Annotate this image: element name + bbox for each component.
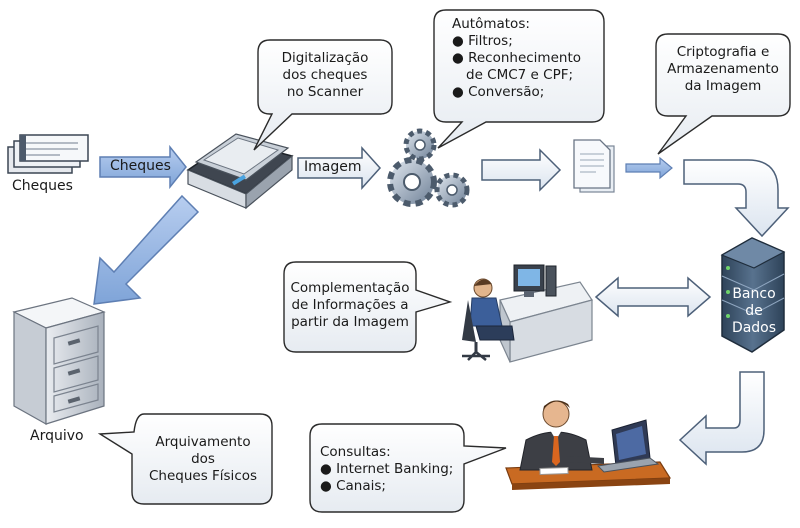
storage-arrow — [683, 159, 790, 238]
bubble-automatos — [433, 9, 605, 149]
database-label: Banco de Dados — [728, 286, 780, 337]
database-line-1: Banco — [732, 286, 776, 302]
automatos-text: Autômatos: ● Filtros; ● Reconhecimento d… — [452, 16, 602, 101]
cheques-stack-icon — [7, 134, 89, 174]
bubble-criptografia — [655, 33, 791, 155]
businessman-laptop-icon — [505, 400, 672, 490]
arquivamento-line-3: Cheques Físicos — [148, 468, 258, 484]
consultas-text: Consultas: ● Internet Banking; ● Canais; — [320, 444, 466, 495]
complementacao-line-1: Complementação — [290, 280, 410, 296]
consultas-item-2-text: Canais; — [336, 478, 386, 494]
database-line-2: de — [745, 303, 763, 319]
automatos-item-1: ● Filtros; — [452, 33, 513, 49]
complementacao-line-3: partir da Imagem — [291, 314, 409, 330]
file-cabinet-icon — [12, 297, 106, 426]
documents-icon — [573, 139, 615, 193]
archive-arrow — [93, 194, 200, 305]
complementacao-text: Complementação de Informações a partir d… — [284, 280, 416, 331]
consultas-item-1: ● Internet Banking; — [320, 461, 454, 477]
bubble-digitalizacao — [253, 39, 393, 151]
criptografia-text: Criptografia e Armazenamento da Imagem — [656, 44, 790, 95]
digitalizacao-line-1: Digitalização — [281, 50, 369, 66]
criptografia-line-2: Armazenamento — [667, 61, 779, 77]
arquivamento-line-1: Arquivamento — [155, 434, 251, 450]
digitalizacao-line-2: dos cheques — [282, 67, 368, 83]
conversion-arrow — [481, 148, 562, 192]
digitalizacao-text: Digitalização dos cheques no Scanner — [258, 50, 392, 101]
operator-workstation-icon — [462, 264, 593, 363]
arquivo-label: Arquivo — [30, 428, 84, 444]
digitalizacao-line-3: no Scanner — [286, 84, 364, 100]
consultas-item-2: ● Canais; — [320, 478, 386, 494]
gears-icon — [387, 128, 470, 208]
automatos-title: Autômatos: — [452, 16, 530, 32]
double-arrow — [594, 276, 712, 318]
automatos-item-2-text: Reconhecimento — [468, 50, 581, 66]
arquivamento-text: Arquivamento dos Cheques Físicos — [134, 434, 272, 485]
automatos-item-2-cont: de CMC7 e CPF; — [466, 67, 574, 83]
automatos-item-3-text: Conversão; — [468, 84, 545, 100]
complementacao-line-2: de Informações a — [291, 297, 409, 313]
cheques-arrow — [99, 144, 187, 190]
consultas-item-1-text: Internet Banking; — [336, 461, 454, 477]
database-line-3: Dados — [731, 320, 777, 336]
consultas-title: Consultas: — [320, 444, 391, 460]
imagem-arrow — [297, 146, 382, 190]
cheques-stack-label: Cheques — [12, 178, 73, 194]
scanner-icon — [186, 133, 294, 210]
automatos-item-1-text: Filtros; — [468, 33, 513, 49]
cheques-arrow-label: Cheques — [110, 158, 171, 174]
arquivamento-line-2: dos — [191, 451, 215, 467]
encrypt-arrow — [625, 156, 673, 180]
imagem-arrow-label: Imagem — [304, 159, 362, 175]
criptografia-line-1: Criptografia e — [676, 44, 770, 60]
bubble-arquivamento — [97, 413, 273, 505]
bubble-complementacao — [283, 261, 453, 353]
automatos-item-2: ● Reconhecimento — [452, 50, 581, 66]
criptografia-line-3: da Imagem — [684, 78, 762, 94]
database-icon — [720, 237, 786, 353]
query-arrow — [678, 371, 765, 466]
automatos-item-3: ● Conversão; — [452, 84, 545, 100]
bubble-consultas — [309, 423, 507, 513]
